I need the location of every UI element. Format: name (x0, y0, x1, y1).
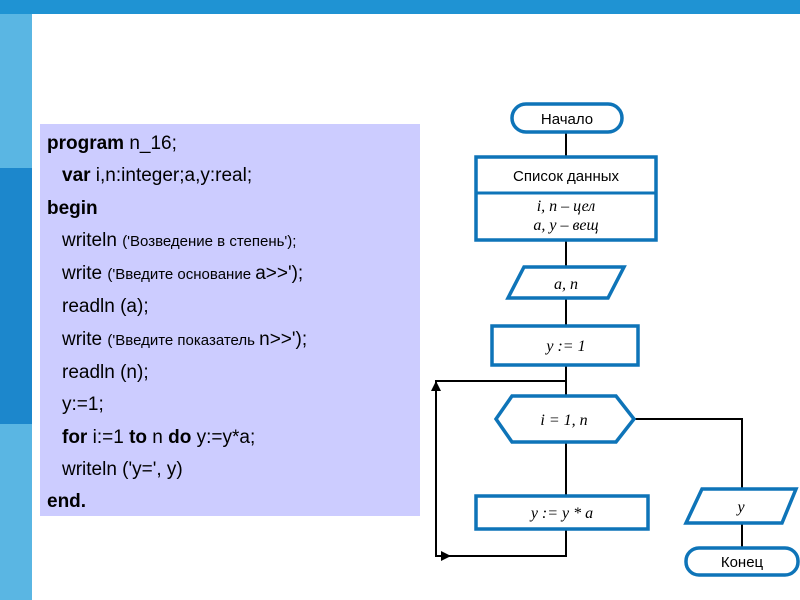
code-line-1: program n_16; (47, 128, 307, 160)
keyword-do: do (168, 426, 192, 448)
write-arg-var-2: n>>'); (259, 328, 308, 350)
code-line-8: readln (n); (62, 362, 149, 384)
connector-loop-exit (634, 418, 743, 489)
for-limit: n (147, 426, 169, 448)
code-line-9: y:=1; (62, 394, 104, 416)
data-line-1: i, n – цел (537, 198, 596, 215)
end-shape (684, 546, 800, 577)
code-panel (40, 124, 420, 516)
code-line-11: writeln ('y=', y) (62, 458, 183, 480)
left-sidebar-accent (0, 168, 32, 424)
code-line-2: var i,n:integer;a,y:real; (47, 160, 307, 192)
var-declarations: i,n:integer;a,y:real; (90, 165, 253, 187)
output-block: y (683, 487, 799, 525)
start-shape (510, 102, 624, 134)
init-block: y := 1 (490, 324, 640, 367)
end-label: Конец (721, 554, 764, 571)
init-shape (490, 324, 640, 367)
keyword-begin: begin (47, 197, 98, 219)
program-name: n_16; (124, 133, 177, 154)
keyword-program: program (47, 133, 125, 154)
loop-label: i = 1, n (540, 412, 587, 429)
loop-back-line (435, 380, 567, 557)
start-label: Начало (541, 111, 593, 128)
data-header: Список данных (513, 168, 620, 185)
for-body: y:=y*a; (191, 426, 256, 448)
code-line-3: begin (47, 193, 307, 225)
loop-shape (493, 394, 637, 444)
pascal-code: program n_16; var i,n:integer;a,y:real; … (47, 128, 307, 519)
write-call: write (62, 263, 108, 285)
data-shape (474, 155, 658, 242)
for-init: i:=1 (87, 426, 130, 448)
top-bar (0, 0, 800, 14)
keyword-to: to (129, 426, 147, 448)
data-block: Список данных i, n – цел a, y – вещ (474, 155, 658, 242)
keyword-var: var (62, 165, 91, 187)
body-label: y := y * a (529, 505, 593, 522)
output-label: y (735, 499, 745, 516)
flow-connectors (431, 132, 743, 561)
output-shape (683, 487, 799, 525)
keyword-for: for (62, 426, 88, 448)
input-shape (505, 265, 627, 300)
body-block: y := y * a (474, 494, 650, 531)
body-shape (474, 494, 650, 531)
data-line-2: a, y – вещ (533, 217, 598, 234)
writeln-call: writeln (62, 229, 123, 251)
code-line-6: readln (a); (62, 296, 149, 318)
code-line-12: end. (47, 486, 307, 518)
writeln-arg: ('Возведение в степень'); (122, 232, 297, 250)
start-terminator: Начало (510, 102, 624, 134)
keyword-end: end. (47, 491, 87, 513)
write-call-2: write (62, 328, 108, 350)
end-terminator: Конец (684, 546, 800, 577)
code-line-10: for i:=1 to n do y:=y*a; (47, 422, 307, 454)
code-line-4: writeln ('Возведение в степень'); (47, 225, 307, 258)
input-block: a, n (505, 265, 627, 300)
write-arg: ('Введите основание (107, 266, 256, 284)
loop-block: i = 1, n (493, 394, 637, 444)
code-line-7: write ('Введите показатель n>>'); (47, 324, 307, 357)
write-arg-2: ('Введите показатель (107, 331, 260, 349)
input-label: a, n (554, 276, 578, 293)
init-label: y := 1 (544, 338, 585, 355)
write-arg-var: a>>'); (255, 263, 304, 285)
code-line-5: write ('Введите основание a>>'); (47, 258, 307, 291)
